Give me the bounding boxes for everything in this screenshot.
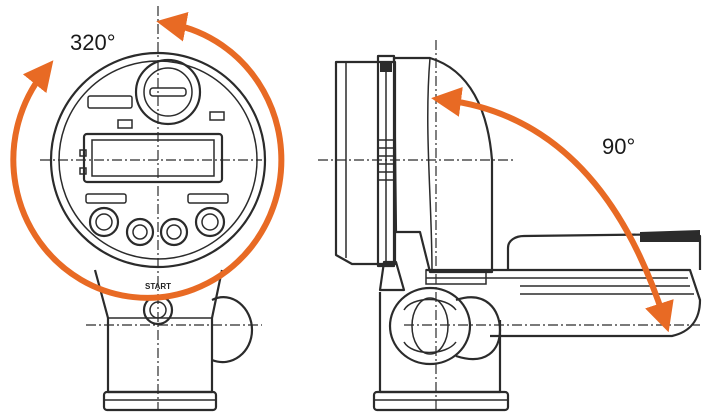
center-left-button [125,217,155,247]
side-body [392,56,494,274]
right-button [194,206,226,238]
tilt-arrow [431,87,674,333]
side-arm [425,230,702,338]
side-stand [372,286,510,412]
side-center-lines [318,40,700,412]
front-stand: START [93,269,254,412]
side-column [378,260,406,292]
lcd-display [82,132,224,184]
tilt-label: 90° [602,134,635,159]
front-center-lines [40,6,262,410]
side-plate [334,54,397,268]
rotation-label: 320° [70,30,116,55]
front-view: START [10,6,285,412]
left-button [88,206,120,238]
svg-text:START: START [145,282,171,291]
rotation-arrow [10,12,285,301]
side-view: 90° [318,40,702,412]
center-right-button [159,217,189,247]
